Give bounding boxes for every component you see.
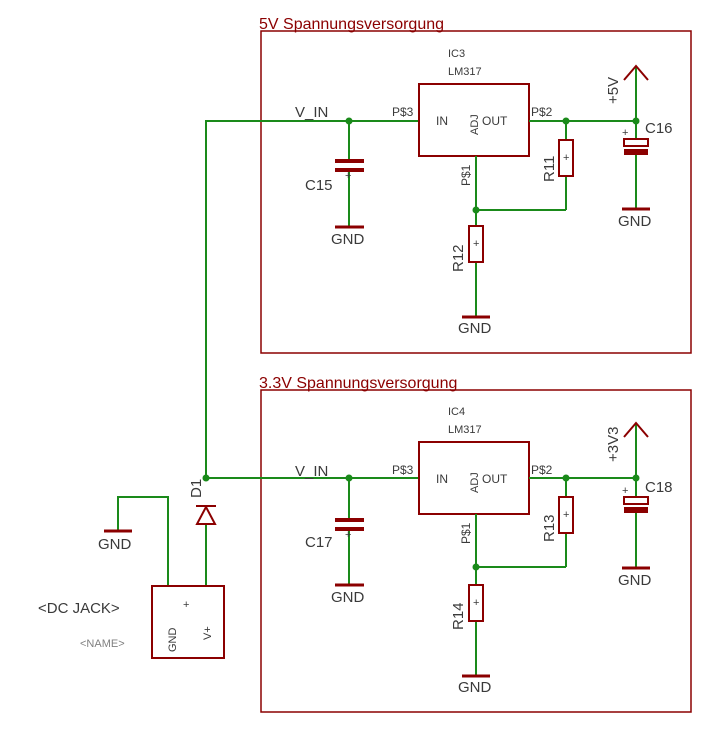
frame-5v: 5V Spannungsversorgung (259, 16, 692, 354)
ic4-pad-out: P$2 (531, 463, 553, 477)
ic3-pad-out: P$2 (531, 105, 553, 119)
c17-label: C17 (305, 534, 333, 551)
r14-polarity: + (473, 597, 479, 609)
frame-3v3-title: 3.3V Spannungsversorgung (259, 375, 457, 392)
d1-label: D1 (188, 479, 205, 498)
ic4-value: LM317 (448, 424, 482, 436)
diode-d1: D1 (188, 479, 217, 525)
ic4-pad-in: P$3 (392, 463, 414, 477)
gnd-label-r14: GND (458, 679, 492, 696)
vin-label-bottom: V_IN (295, 463, 328, 480)
ic3-pad-adj: P$1 (459, 164, 473, 186)
c15-polarity: + (345, 170, 351, 182)
r11-polarity: + (563, 152, 569, 164)
ic4-pin-in: IN (436, 472, 448, 486)
c16-polarity: + (622, 127, 628, 139)
gnd-symbol-jack: GND (98, 529, 132, 553)
jack-pin-vplus: V+ (202, 626, 214, 640)
r12-polarity: + (473, 238, 479, 250)
r14-label: R14 (450, 602, 467, 630)
jack-plus-mark: + (183, 599, 189, 611)
gnd-label-jack: GND (98, 536, 132, 553)
dc-jack: + GND V+ <DC JACK> <NAME> (38, 585, 225, 659)
junction-d1 (202, 474, 210, 482)
section-3v3: V_IN + C17 GND IC4 LM317 IN OUT ADJ P$3 … (295, 406, 673, 696)
plus5v-label: +5V (605, 77, 622, 104)
jack-value: <NAME> (80, 638, 125, 650)
ic3-pin-out: OUT (482, 114, 508, 128)
jack-pin-gnd: GND (167, 628, 179, 653)
section-5v: V_IN + C15 GND IC3 LM317 IN OUT ADJ P$3 … (295, 48, 673, 337)
c16-label: C16 (645, 120, 673, 137)
r12-label: R12 (450, 244, 467, 272)
ic4-name: IC4 (448, 406, 465, 418)
gnd-label-c17: GND (331, 589, 365, 606)
ic4-pin-adj: ADJ (469, 472, 481, 493)
ic3-value: LM317 (448, 66, 482, 78)
gnd-label-c16: GND (618, 213, 652, 230)
c17-polarity: + (345, 529, 351, 541)
ic3-name: IC3 (448, 48, 465, 60)
ic3-pin-in: IN (436, 114, 448, 128)
plus3v3-label: +3V3 (605, 427, 622, 462)
ic4-pin-out: OUT (482, 472, 508, 486)
gnd-label-r12: GND (458, 320, 492, 337)
frame-5v-title: 5V Spannungsversorgung (259, 16, 444, 33)
ic4-pad-adj: P$1 (459, 522, 473, 544)
jack-name: <DC JACK> (38, 600, 120, 617)
c15-label: C15 (305, 177, 333, 194)
r13-polarity: + (563, 509, 569, 521)
frame-3v3: 3.3V Spannungsversorgung (259, 375, 692, 713)
r11-label: R11 (541, 156, 558, 182)
ic3-pin-adj: ADJ (469, 114, 481, 135)
vin-label-top: V_IN (295, 104, 328, 121)
c18-polarity: + (622, 485, 628, 497)
ic3-pad-in: P$3 (392, 105, 414, 119)
gnd-label-c15: GND (331, 231, 365, 248)
c18-label: C18 (645, 479, 673, 496)
r13-label: R13 (541, 514, 558, 542)
gnd-label-c18: GND (618, 572, 652, 589)
